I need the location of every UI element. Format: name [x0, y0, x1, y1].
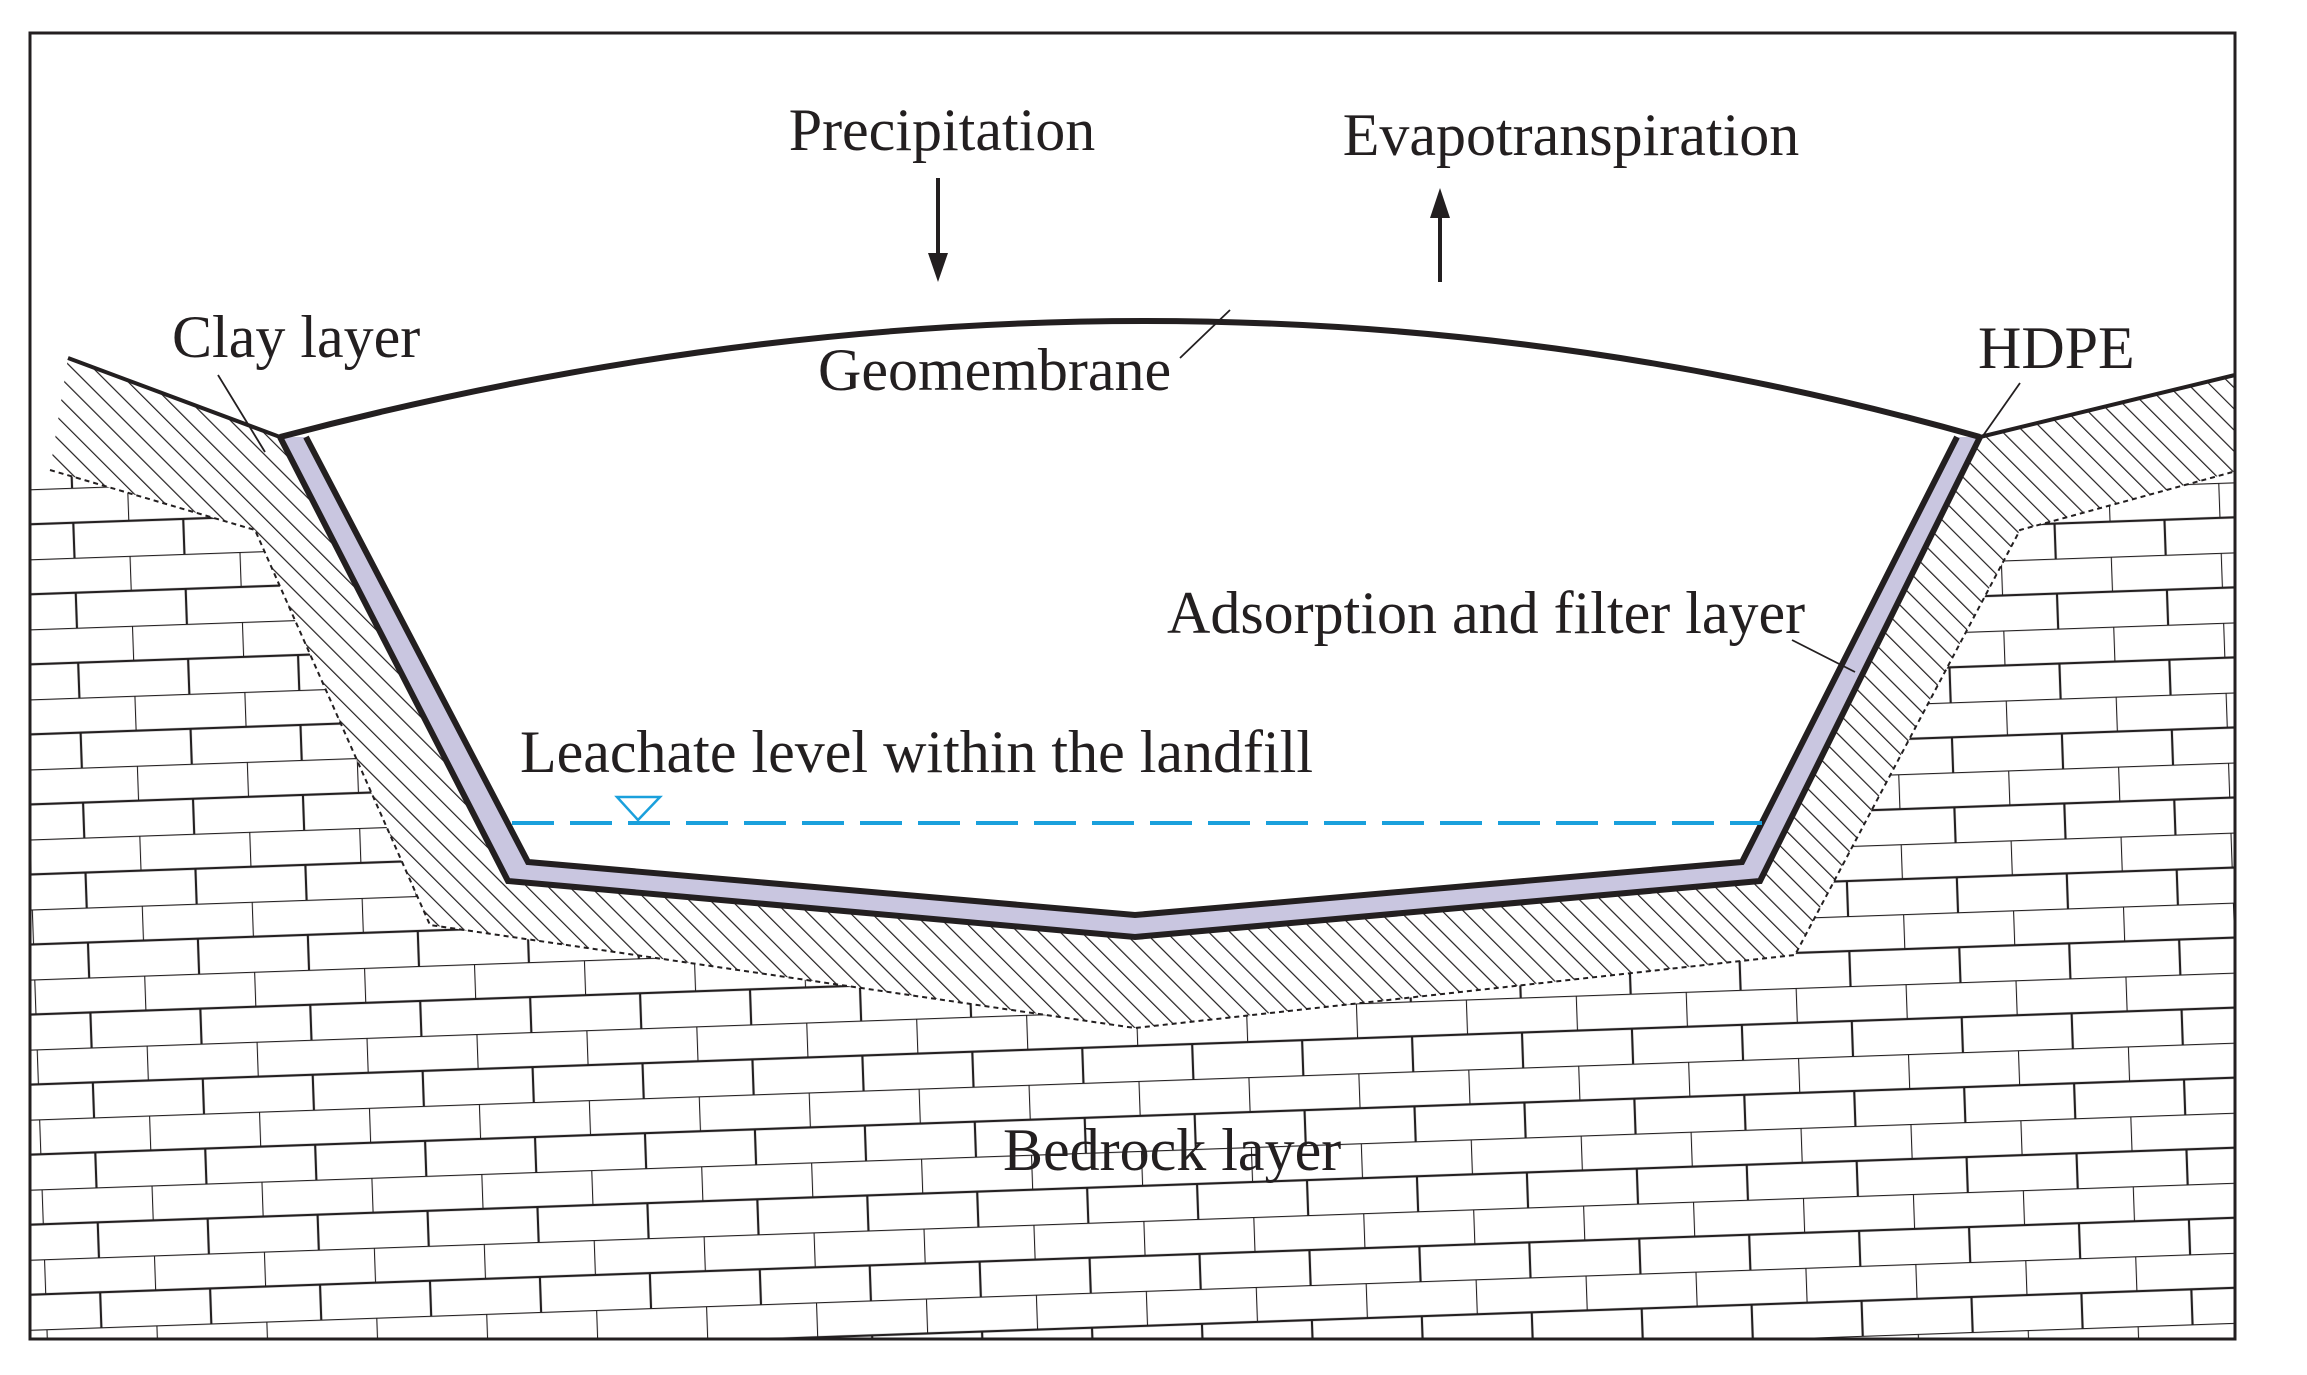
precipitation-arrow-icon	[928, 178, 948, 282]
evapotranspiration-label: Evapotranspiration	[1343, 102, 1800, 168]
bedrock-label: Bedrock layer	[1003, 1117, 1341, 1183]
hdpe-leader	[1979, 382, 2021, 441]
clay-layer-lower-boundary	[49, 469, 2235, 1030]
hdpe-label: HDPE	[1978, 315, 2135, 381]
adsorption-filter-label: Adsorption and filter layer	[1167, 580, 1805, 646]
geomembrane-label: Geomembrane	[818, 337, 1171, 403]
bedrock-region	[30, 470, 2235, 1339]
adsorption-filter-leader	[1791, 639, 1856, 673]
precipitation-label: Precipitation	[789, 97, 1096, 163]
geomembrane-leader	[1179, 309, 1231, 359]
ground-surface-left	[67, 356, 281, 439]
liner-inner-edge	[303, 435, 1960, 919]
ground-surface-right	[1979, 373, 2236, 439]
leachate-level-label: Leachate level within the landfill	[520, 719, 1313, 785]
clay-layer-leader	[217, 374, 266, 453]
clay-layer-label: Clay layer	[172, 304, 420, 370]
liner-outer-edge	[277, 435, 1983, 941]
evapotranspiration-arrow-icon	[1430, 188, 1450, 282]
landfill-interior	[280, 321, 1980, 937]
water-level-icon	[614, 795, 663, 822]
geomembrane-cover	[279, 318, 1981, 440]
